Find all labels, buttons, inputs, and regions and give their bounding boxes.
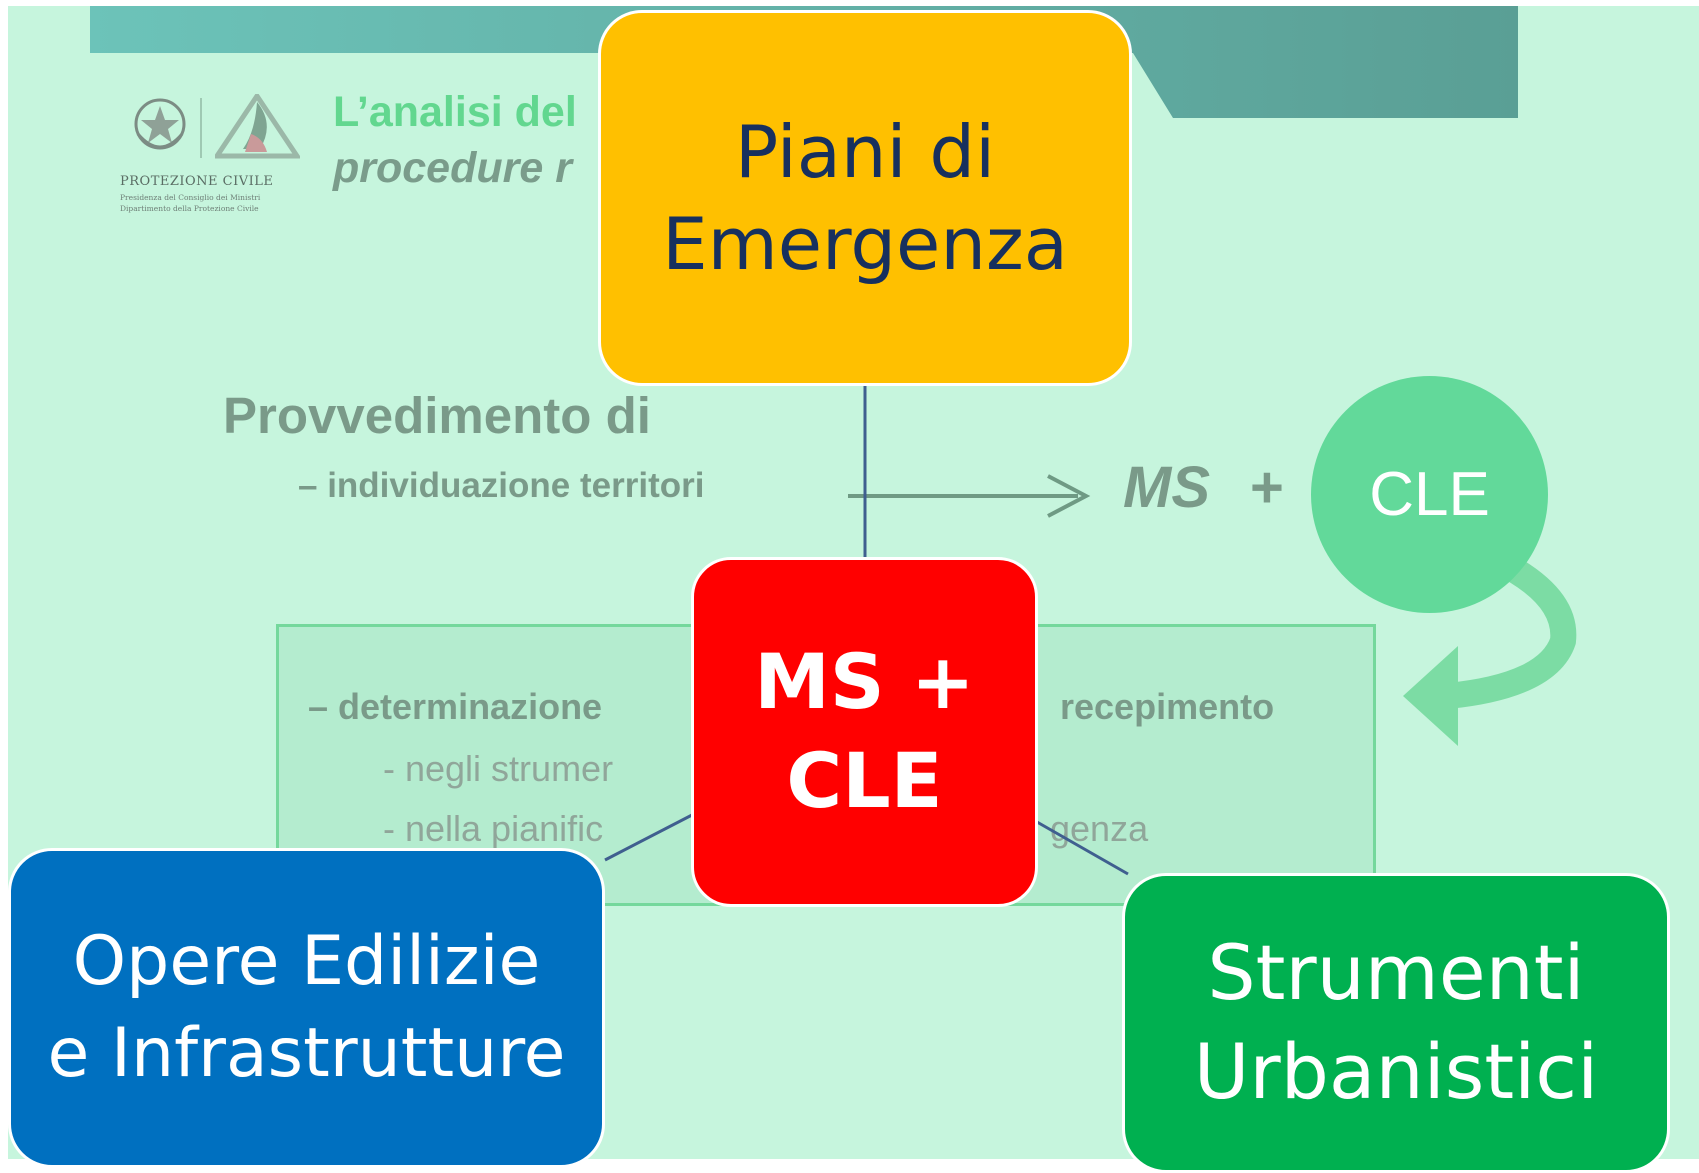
cle-circle-label: CLE [1369,460,1490,529]
background-arrows [848,474,1577,746]
republic-emblem-icon [134,98,186,150]
node-top-line2: Emergenza [662,202,1068,286]
slide-title-line2: procedure r [333,144,572,192]
node-left-line2: e Infrastrutture [47,1014,566,1093]
slide-ms-label: MS [1123,455,1210,520]
node-top-line1: Piani di [734,109,996,194]
logo-subtitle-line1: Presidenza del Consiglio dei Ministri [120,193,261,202]
node-piani-di-emergenza: Piani di Emergenza [598,10,1132,386]
node-left-line1: Opere Edilizie [72,922,541,1002]
node-opere-edilizie-text: Opere Edilizie e Infrastrutture [47,916,565,1100]
connector-left-center [604,813,693,862]
node-right-line1: Strumenti [1207,928,1585,1018]
slide-plus-label: + [1250,455,1284,520]
banner-shape [90,6,1518,118]
logo-name: PROTEZIONE CIVILE [120,174,274,189]
node-ms-cle: MS + CLE [691,557,1038,907]
node-opere-edilizie: Opere Edilizie e Infrastrutture [8,848,605,1168]
slide-heading: Provvedimento di [223,387,651,444]
cle-circle: CLE [1311,376,1548,613]
protezione-civile-mark-icon [215,94,300,159]
node-center-line2: CLE [786,736,943,825]
connector-right-center [1036,820,1129,876]
box-sub-bullet-emergenza: genza [1050,808,1149,849]
node-ms-cle-text: MS + CLE [754,633,975,831]
logo-subtitle: Presidenza del Consiglio dei Ministri Di… [120,192,320,214]
curved-arrow-head [1403,646,1458,746]
box-bullet-recepimento: recepimento [1060,686,1275,727]
node-right-line2: Urbanistici [1193,1027,1599,1116]
node-strumenti-urbanistici-text: Strumenti Urbanistici [1194,924,1598,1122]
box-bullet-determinazione: – determinazione [308,686,603,727]
arrow-head [1047,474,1091,518]
box-sub-bullet-strumenti: - negli strumer [383,748,614,789]
slide-title-line1: L’analisi del [333,88,577,136]
curved-arrow-body [1446,549,1577,709]
logo-subtitle-line2: Dipartimento della Protezione Civile [120,204,259,213]
slide-bullet-territori: – individuazione territori [298,466,705,505]
logo-divider [200,98,202,158]
node-center-line1: MS + [754,637,975,727]
header-banner [90,6,1518,118]
box-sub-bullet-pianificazione: - nella pianific [383,808,604,849]
node-strumenti-urbanistici: Strumenti Urbanistici [1122,873,1670,1173]
protezione-civile-logo: PROTEZIONE CIVILE Presidenza del Consigl… [120,94,320,234]
node-piani-di-emergenza-text: Piani di Emergenza [662,106,1068,290]
